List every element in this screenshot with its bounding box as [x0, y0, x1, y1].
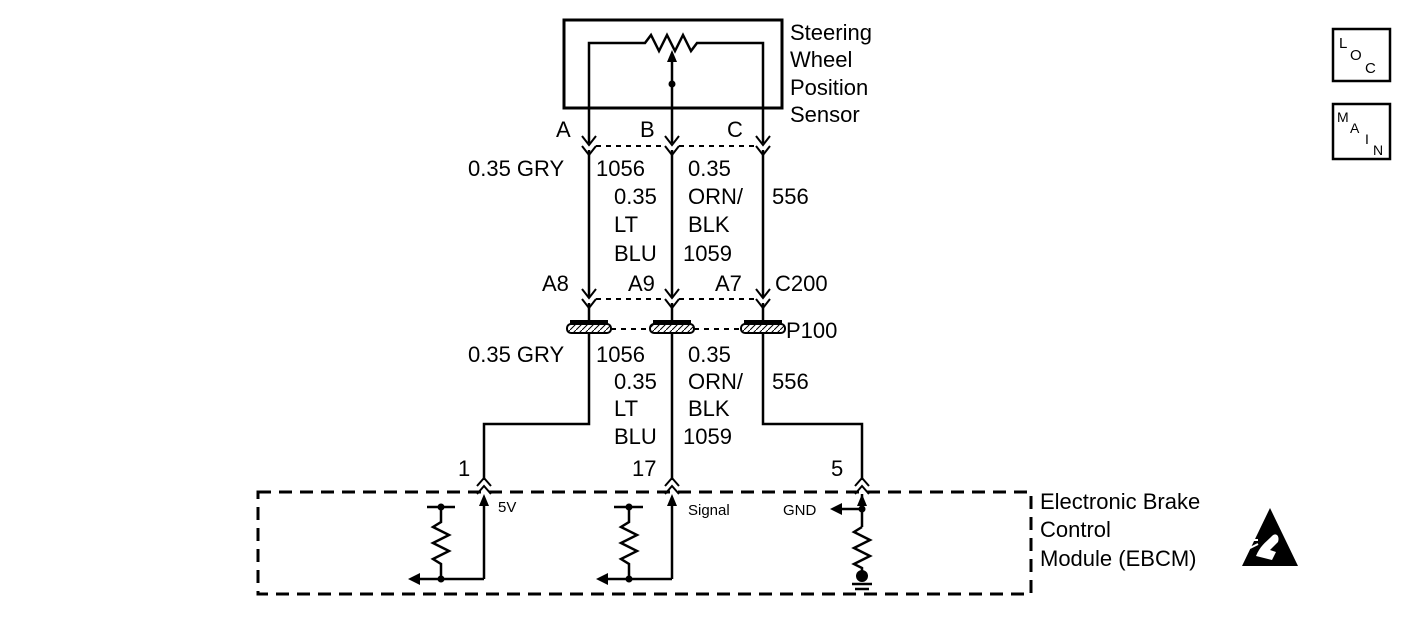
lower-middle-wire-color1: LT [614, 396, 638, 421]
c200-pin-a9: A9 [628, 271, 655, 296]
sensor-pin-b: B [640, 117, 655, 142]
loc-letter-l: L [1339, 35, 1347, 52]
upper-right-wire-size: 0.35 [688, 156, 731, 181]
upper-right-wire-circuit: 556 [772, 184, 809, 209]
p100-connector [566, 320, 786, 334]
ebcm-gnd-circuit [830, 494, 873, 591]
sensor-connector [581, 135, 771, 157]
upper-wires [587, 150, 765, 298]
loc-button[interactable]: L O C [1331, 27, 1392, 83]
ebcm-pin-17: 17 [632, 456, 656, 481]
main-letter-a: A [1350, 120, 1360, 136]
ebcm-title-line3: Module (EBCM) [1040, 546, 1196, 571]
lower-middle-wire-circuit: 1059 [683, 424, 732, 449]
lower-middle-wire-size: 0.35 [614, 369, 657, 394]
ebcm-boundary [256, 490, 1033, 596]
lower-wires [482, 333, 864, 480]
sensor-pin-c: C [727, 117, 743, 142]
lower-left-wire-size-color: 0.35 GRY [468, 342, 565, 367]
upper-middle-wire-circuit: 1059 [683, 241, 732, 266]
loc-letter-o: O [1350, 47, 1362, 64]
upper-left-wire-size-color: 0.35 GRY [468, 156, 565, 181]
main-letter-n: N [1373, 142, 1383, 158]
main-button[interactable]: M A I N [1331, 102, 1392, 161]
upper-right-wire-color1: ORN/ [688, 184, 744, 209]
ebcm-signal-circuit [596, 494, 677, 585]
sensor-title-line1: Steering [790, 20, 872, 45]
c200-pin-a8: A8 [542, 271, 569, 296]
lower-right-wire-color2: BLK [688, 396, 730, 421]
upper-left-wire-circuit: 1056 [596, 156, 645, 181]
main-letter-m: M [1337, 109, 1349, 125]
ebcm-pin-1: 1 [458, 456, 470, 481]
upper-middle-wire-color2: BLU [614, 241, 657, 266]
lower-left-wire-circuit: 1056 [596, 342, 645, 367]
main-letter-i: I [1365, 131, 1369, 147]
sensor-title-line3: Position [790, 75, 868, 100]
upper-middle-wire-size: 0.35 [614, 184, 657, 209]
ebcm-pin-5: 5 [831, 456, 843, 481]
lower-right-wire-circuit: 556 [772, 369, 809, 394]
sensor-title-line4: Sensor [790, 102, 860, 127]
lower-right-wire-color1: ORN/ [688, 369, 744, 394]
ebcm-title-line2: Control [1040, 517, 1111, 542]
ebcm-5v-circuit [408, 494, 489, 585]
sensor-title-line2: Wheel [790, 47, 852, 72]
c200-pin-a7: A7 [715, 271, 742, 296]
upper-middle-wire-color1: LT [614, 212, 638, 237]
ebcm-connector [476, 476, 870, 495]
lower-right-wire-size: 0.35 [688, 342, 731, 367]
upper-right-wire-color2: BLK [688, 212, 730, 237]
esd-warning-icon [1242, 508, 1298, 566]
sensor-pin-a: A [556, 117, 571, 142]
lower-middle-wire-color2: BLU [614, 424, 657, 449]
ebcm-signal-gnd: GND [783, 502, 817, 519]
mid-wire-segments [587, 303, 765, 320]
ebcm-signal-5v: 5V [498, 499, 516, 516]
c200-connector-name: C200 [775, 271, 828, 296]
p100-connector-name: P100 [786, 318, 837, 343]
ebcm-signal-signal: Signal [688, 502, 730, 519]
steering-wheel-position-sensor [562, 18, 784, 143]
loc-letter-c: C [1365, 60, 1376, 77]
ebcm-title-line1: Electronic Brake [1040, 489, 1200, 514]
